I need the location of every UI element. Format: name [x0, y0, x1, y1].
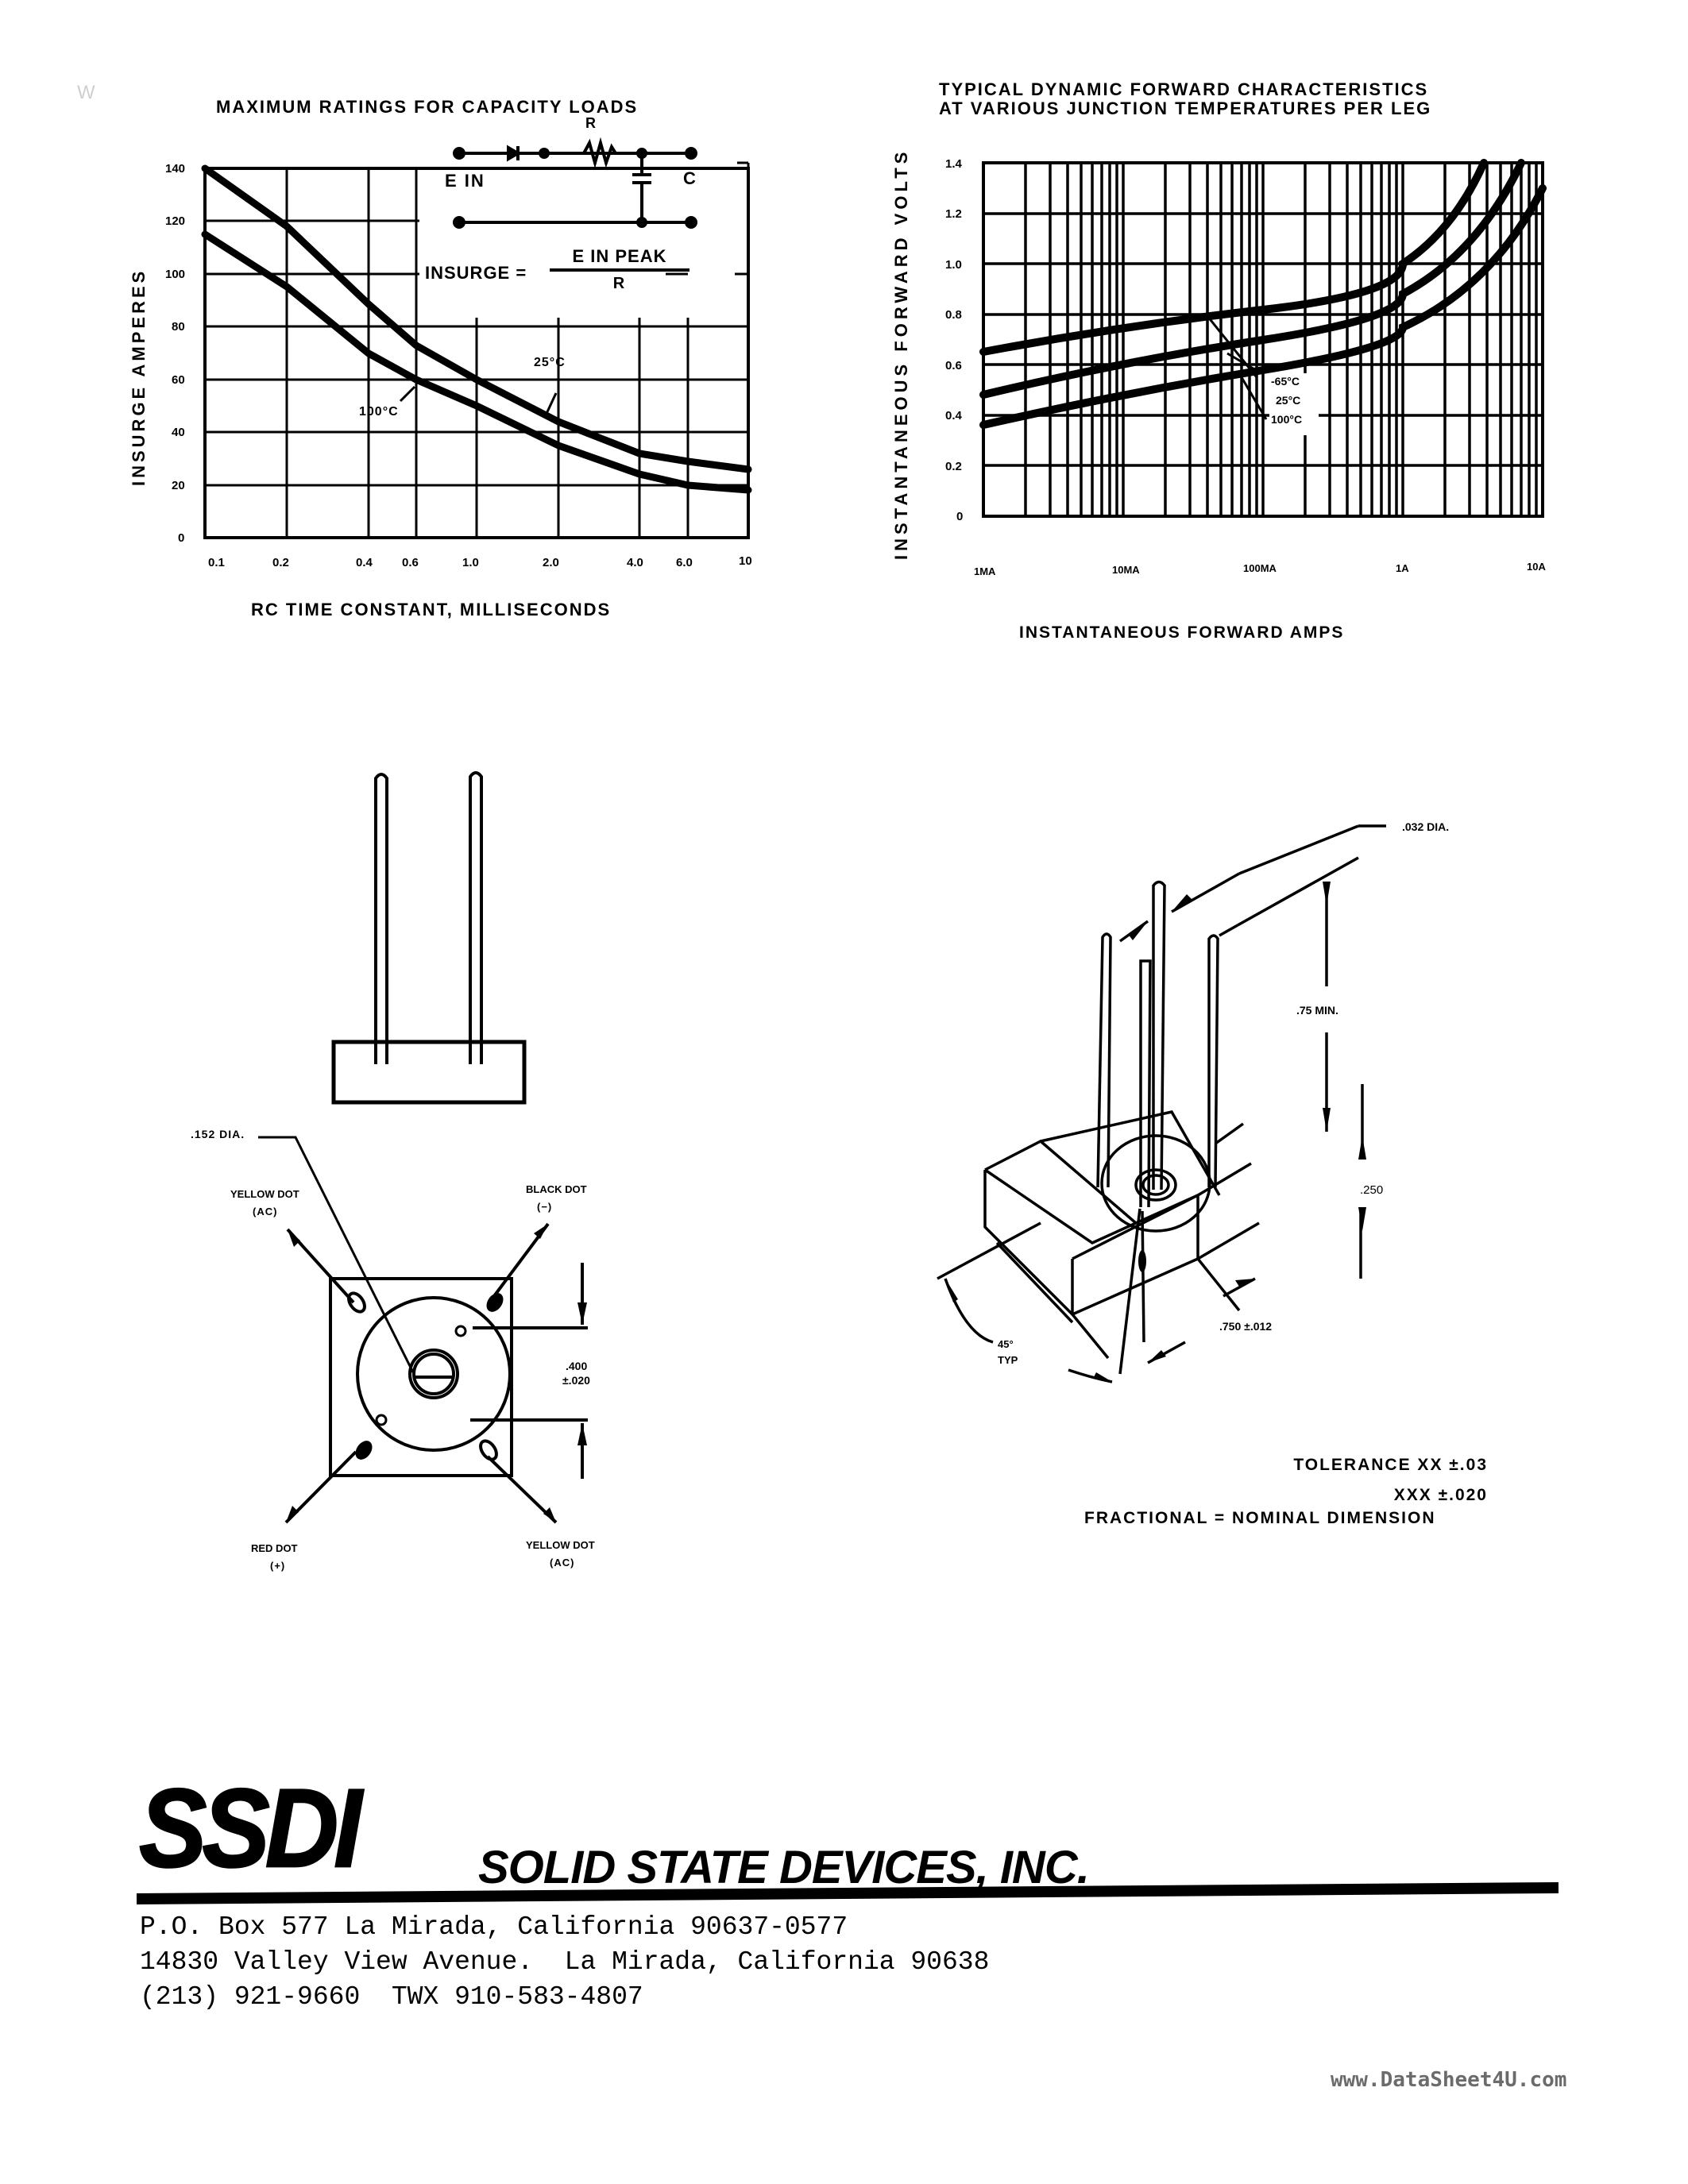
- chart1-title: MAXIMUM RATINGS FOR CAPACITY LOADS: [216, 97, 639, 117]
- chart2-title-line2: AT VARIOUS JUNCTION TEMPERATURES PER LEG: [939, 98, 1432, 118]
- iso-width: .750 ±.012: [1219, 1320, 1273, 1333]
- tolerance-line3: FRACTIONAL = NOMINAL DIMENSION: [1084, 1509, 1436, 1527]
- address-line2: 14830 Valley View Avenue. La Mirada, Cal…: [140, 1947, 990, 1977]
- chart2-ytick: 0: [956, 510, 964, 523]
- circuit-c-label: C: [683, 168, 697, 188]
- yellow-dot-tl-label: YELLOW DOT: [230, 1188, 299, 1200]
- chart2-legend-100: 100°C: [1271, 413, 1303, 426]
- yellow-dot-br-sub: (AC): [550, 1557, 575, 1569]
- chart2-xtick: 10A: [1527, 561, 1546, 573]
- chart2-legend-m65: -65°C: [1271, 375, 1300, 388]
- chart1-xtick: 0.2: [272, 556, 289, 569]
- chart1-label-100c: 100°C: [359, 405, 399, 419]
- corner-mark: W: [77, 82, 95, 103]
- formula-lhs: INSURGE =: [425, 263, 527, 283]
- company-logo: SSDI: [138, 1765, 363, 1892]
- yellow-dot-br-label: YELLOW DOT: [526, 1539, 595, 1551]
- red-dot-label: RED DOT: [251, 1542, 298, 1554]
- company-name: SOLID STATE DEVICES, INC.: [478, 1842, 1090, 1893]
- chart1-ytick: 80: [172, 320, 185, 334]
- formula-denominator: R: [612, 275, 627, 292]
- iso-lead-dia: .032 DIA.: [1402, 820, 1450, 833]
- black-dot-sub: (−): [537, 1201, 553, 1213]
- chart1-xtick: 0.6: [402, 556, 419, 569]
- chart2-ytick: 0.2: [945, 460, 962, 473]
- red-dot-sub: (+): [270, 1560, 286, 1572]
- chart1-xtick: 0.4: [356, 556, 373, 569]
- iso-angle: 45°: [998, 1338, 1014, 1350]
- chart1-xlabel: RC TIME CONSTANT, MILLISECONDS: [251, 600, 612, 619]
- bottom-dia-label: .152 DIA.: [191, 1128, 245, 1140]
- formula-fraction: E IN PEAK R: [550, 246, 689, 293]
- chart2-title-line1: TYPICAL DYNAMIC FORWARD CHARACTERISTICS: [939, 79, 1429, 99]
- chart1-ytick: 120: [165, 214, 186, 228]
- chart1-ytick: 60: [172, 373, 185, 387]
- chart2-xtick: 10MA: [1112, 564, 1140, 576]
- tolerance-line2: XXX ±.020: [1393, 1486, 1488, 1504]
- chart2-ytick: 0.8: [945, 308, 962, 322]
- chart2-xtick: 1A: [1396, 562, 1409, 574]
- chart2-legend-25: 25°C: [1276, 394, 1301, 407]
- chart1-ytick: 40: [172, 426, 185, 439]
- chart1-xtick: 10: [739, 554, 752, 568]
- watermark-link[interactable]: www.DataSheet4U.com: [1331, 2068, 1567, 2092]
- tolerance-notes: TOLERANCE XX ±.03 XXX ±.020: [1293, 1450, 1488, 1511]
- chart2-xlabel: INSTANTANEOUS FORWARD AMPS: [1019, 623, 1345, 642]
- yellow-dot-tl-sub: (AC): [253, 1206, 278, 1217]
- chart2-ytick: 0.6: [945, 359, 962, 372]
- circuit-ein-label: E IN: [445, 171, 485, 191]
- chart1-xtick: 0.1: [208, 556, 225, 569]
- formula-numerator: E IN PEAK: [550, 246, 689, 272]
- chart1-xtick: 2.0: [543, 556, 559, 569]
- chart1-ytick: 0: [178, 531, 185, 545]
- chart1-xtick: 1.0: [462, 556, 479, 569]
- black-dot-label: BLACK DOT: [526, 1183, 587, 1195]
- chart2-xtick: 100MA: [1243, 562, 1277, 574]
- chart2-ytick: 0.4: [945, 409, 962, 423]
- chart2-xtick: 1MA: [974, 565, 996, 577]
- phone-line: (213) 921-9660 TWX 910-583-4807: [140, 1982, 643, 2012]
- chart1-ytick: 100: [165, 268, 186, 281]
- bottom-spacing: .400: [566, 1360, 588, 1372]
- iso-height: .250: [1360, 1183, 1384, 1197]
- chart1-xtick: 6.0: [676, 556, 693, 569]
- chart1-ytick: 20: [172, 479, 185, 492]
- chart1-ytick: 140: [165, 162, 186, 176]
- iso-lead-length: .75 MIN.: [1296, 1004, 1338, 1017]
- bottom-spacing-tol: ±.020: [562, 1374, 590, 1387]
- circuit-r-label: R: [585, 115, 597, 131]
- chart2-ytick: 1.4: [945, 157, 962, 171]
- chart2-ytick: 1.2: [945, 207, 962, 221]
- tolerance-line1: TOLERANCE XX ±.03: [1293, 1456, 1488, 1474]
- chart1-label-25c: 25°C: [534, 356, 566, 369]
- chart1-xtick: 4.0: [627, 556, 643, 569]
- address-line1: P.O. Box 577 La Mirada, California 90637…: [140, 1912, 848, 1942]
- iso-angle-sub: TYP: [998, 1354, 1018, 1366]
- chart2-ytick: 1.0: [945, 258, 962, 272]
